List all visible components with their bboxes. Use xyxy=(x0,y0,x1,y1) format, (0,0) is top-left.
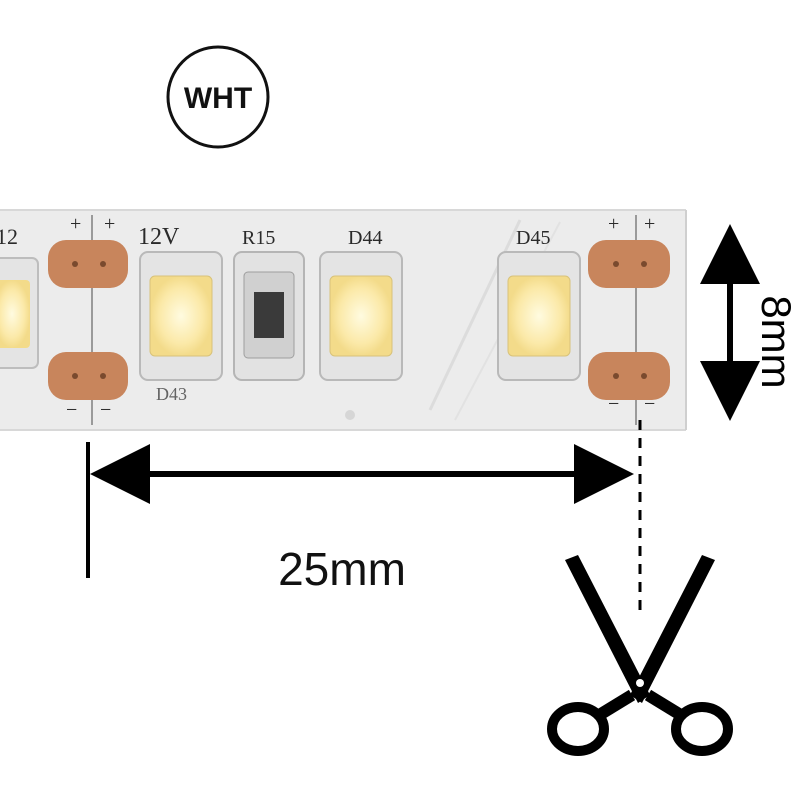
pads-left xyxy=(48,240,128,400)
label-d44: D44 xyxy=(348,227,382,249)
plus-mark-3: + xyxy=(608,213,619,235)
resistor-r15 xyxy=(233,251,305,381)
label-resistor: R15 xyxy=(242,227,275,249)
length-dimension: 25mm xyxy=(86,442,634,595)
pad-minus-left xyxy=(48,352,128,400)
pad-plus-left xyxy=(48,240,128,288)
led-d44-chip xyxy=(329,275,393,357)
minus-mark-3: − xyxy=(608,393,619,415)
pad-minus-right xyxy=(588,352,670,400)
width-label: 8mm xyxy=(753,295,800,388)
led-strip: + + + + − − − − 12 12V R15 D44 D45 D43 xyxy=(0,209,687,431)
scissors-icon xyxy=(547,555,733,756)
pads-right xyxy=(588,240,670,400)
minus-mark-1: − xyxy=(66,399,77,421)
label-partial-left: 12 xyxy=(0,224,18,249)
resistor-body xyxy=(254,292,284,338)
led-d43-chip xyxy=(149,275,213,357)
minus-mark-2: − xyxy=(100,399,111,421)
badge-label: WHT xyxy=(184,82,252,115)
label-voltage: 12V xyxy=(138,224,180,250)
plus-mark-1: + xyxy=(70,213,81,235)
length-label: 25mm xyxy=(278,543,406,595)
led-d45 xyxy=(497,251,581,381)
pad-plus-right xyxy=(588,240,670,288)
color-badge: WHT xyxy=(166,45,270,149)
plus-mark-2: + xyxy=(104,213,115,235)
led-d43 xyxy=(139,251,223,381)
width-dimension: 8mm xyxy=(700,224,800,421)
label-d43: D43 xyxy=(156,384,187,404)
minus-mark-4: − xyxy=(644,393,655,415)
label-d45: D45 xyxy=(516,227,550,249)
led-d45-chip xyxy=(507,275,571,357)
plus-mark-4: + xyxy=(644,213,655,235)
badge-circle xyxy=(166,45,270,149)
led-partial-left xyxy=(0,257,39,369)
led-d44 xyxy=(319,251,403,381)
